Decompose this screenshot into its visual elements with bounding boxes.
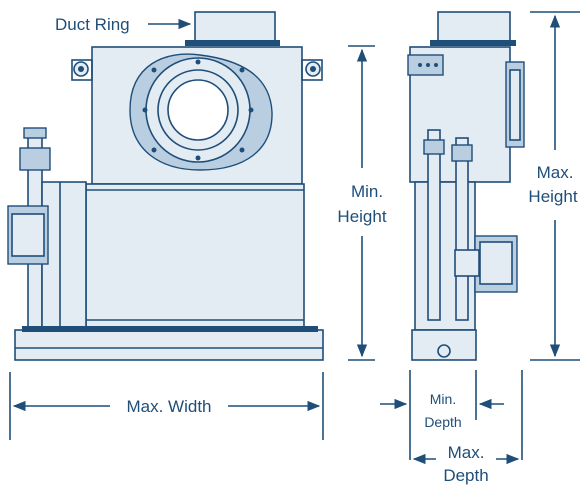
max-height-label-line2: Height [528,187,577,206]
base-pan [14,329,324,361]
side-view [407,11,525,361]
gas-valve [19,147,51,171]
min-height-label-line1: Min. [351,182,383,201]
max-width-dimension [9,372,324,440]
duct-ring-label: Duct Ring [55,15,130,34]
side-duct-ring [437,11,511,43]
min-depth-dimension [380,370,504,460]
min-height-dimension [348,45,375,361]
lower-cabinet [85,183,305,335]
max-depth-dimension [412,370,523,465]
front-view [7,11,324,361]
max-width-label: Max. Width [126,397,211,416]
max-depth-label-line2: Depth [443,466,488,485]
min-height-label-line2: Height [337,207,386,226]
min-depth-label-line1: Min. [430,391,456,407]
max-depth-label-line1: Max. [448,443,485,462]
duct-ring-top [194,11,276,43]
duct-ring-flange [185,40,280,46]
max-height-dimension [530,11,580,361]
max-height-label-line1: Max. [537,163,574,182]
min-depth-label-line2: Depth [424,414,461,430]
